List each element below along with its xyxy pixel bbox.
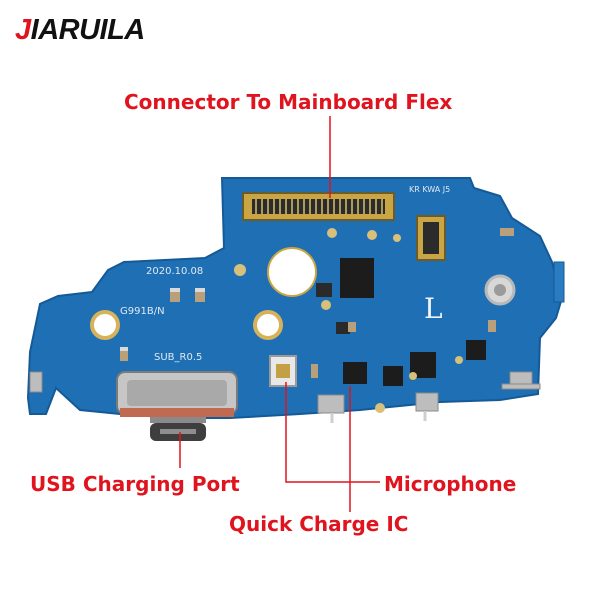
clip-legs: [330, 411, 427, 423]
silkscreen-date: 2020.10.08: [146, 266, 203, 277]
metal-clips: [29, 371, 541, 414]
callout-lines: [179, 116, 380, 512]
test-pads: [234, 228, 463, 413]
label-quick-charge-ic: Quick Charge IC: [229, 512, 409, 536]
pcb-edge-tab: [553, 261, 565, 303]
ic-chip: [466, 340, 486, 360]
brand-logo-first: J: [15, 14, 31, 46]
mounting-hole: [90, 310, 120, 340]
callout-line-microphone: [285, 382, 380, 483]
quick-charge-ic-chip: [343, 362, 367, 384]
silkscreen-revision: SUB_R0.5: [154, 352, 202, 363]
connector-pins: [255, 199, 383, 214]
ic-chip: [336, 322, 350, 334]
label-usb-port: USB Charging Port: [30, 472, 240, 496]
brand-logo: JIARUILA: [15, 14, 145, 47]
capacitors: [120, 228, 514, 378]
silkscreen-letter: L: [424, 292, 443, 325]
brand-logo-rest: IARUILA: [30, 14, 146, 46]
mounting-hole: [253, 310, 283, 340]
ic-chip: [340, 258, 374, 298]
silkscreen-version: KR KWA J5: [409, 185, 450, 194]
label-microphone: Microphone: [384, 472, 517, 496]
ic-chip: [316, 283, 332, 297]
label-connector-flex: Connector To Mainboard Flex: [124, 90, 453, 114]
ic-chip: [383, 366, 403, 386]
silkscreen-model: G991B/N: [120, 306, 165, 317]
mounting-hole: [267, 247, 317, 297]
